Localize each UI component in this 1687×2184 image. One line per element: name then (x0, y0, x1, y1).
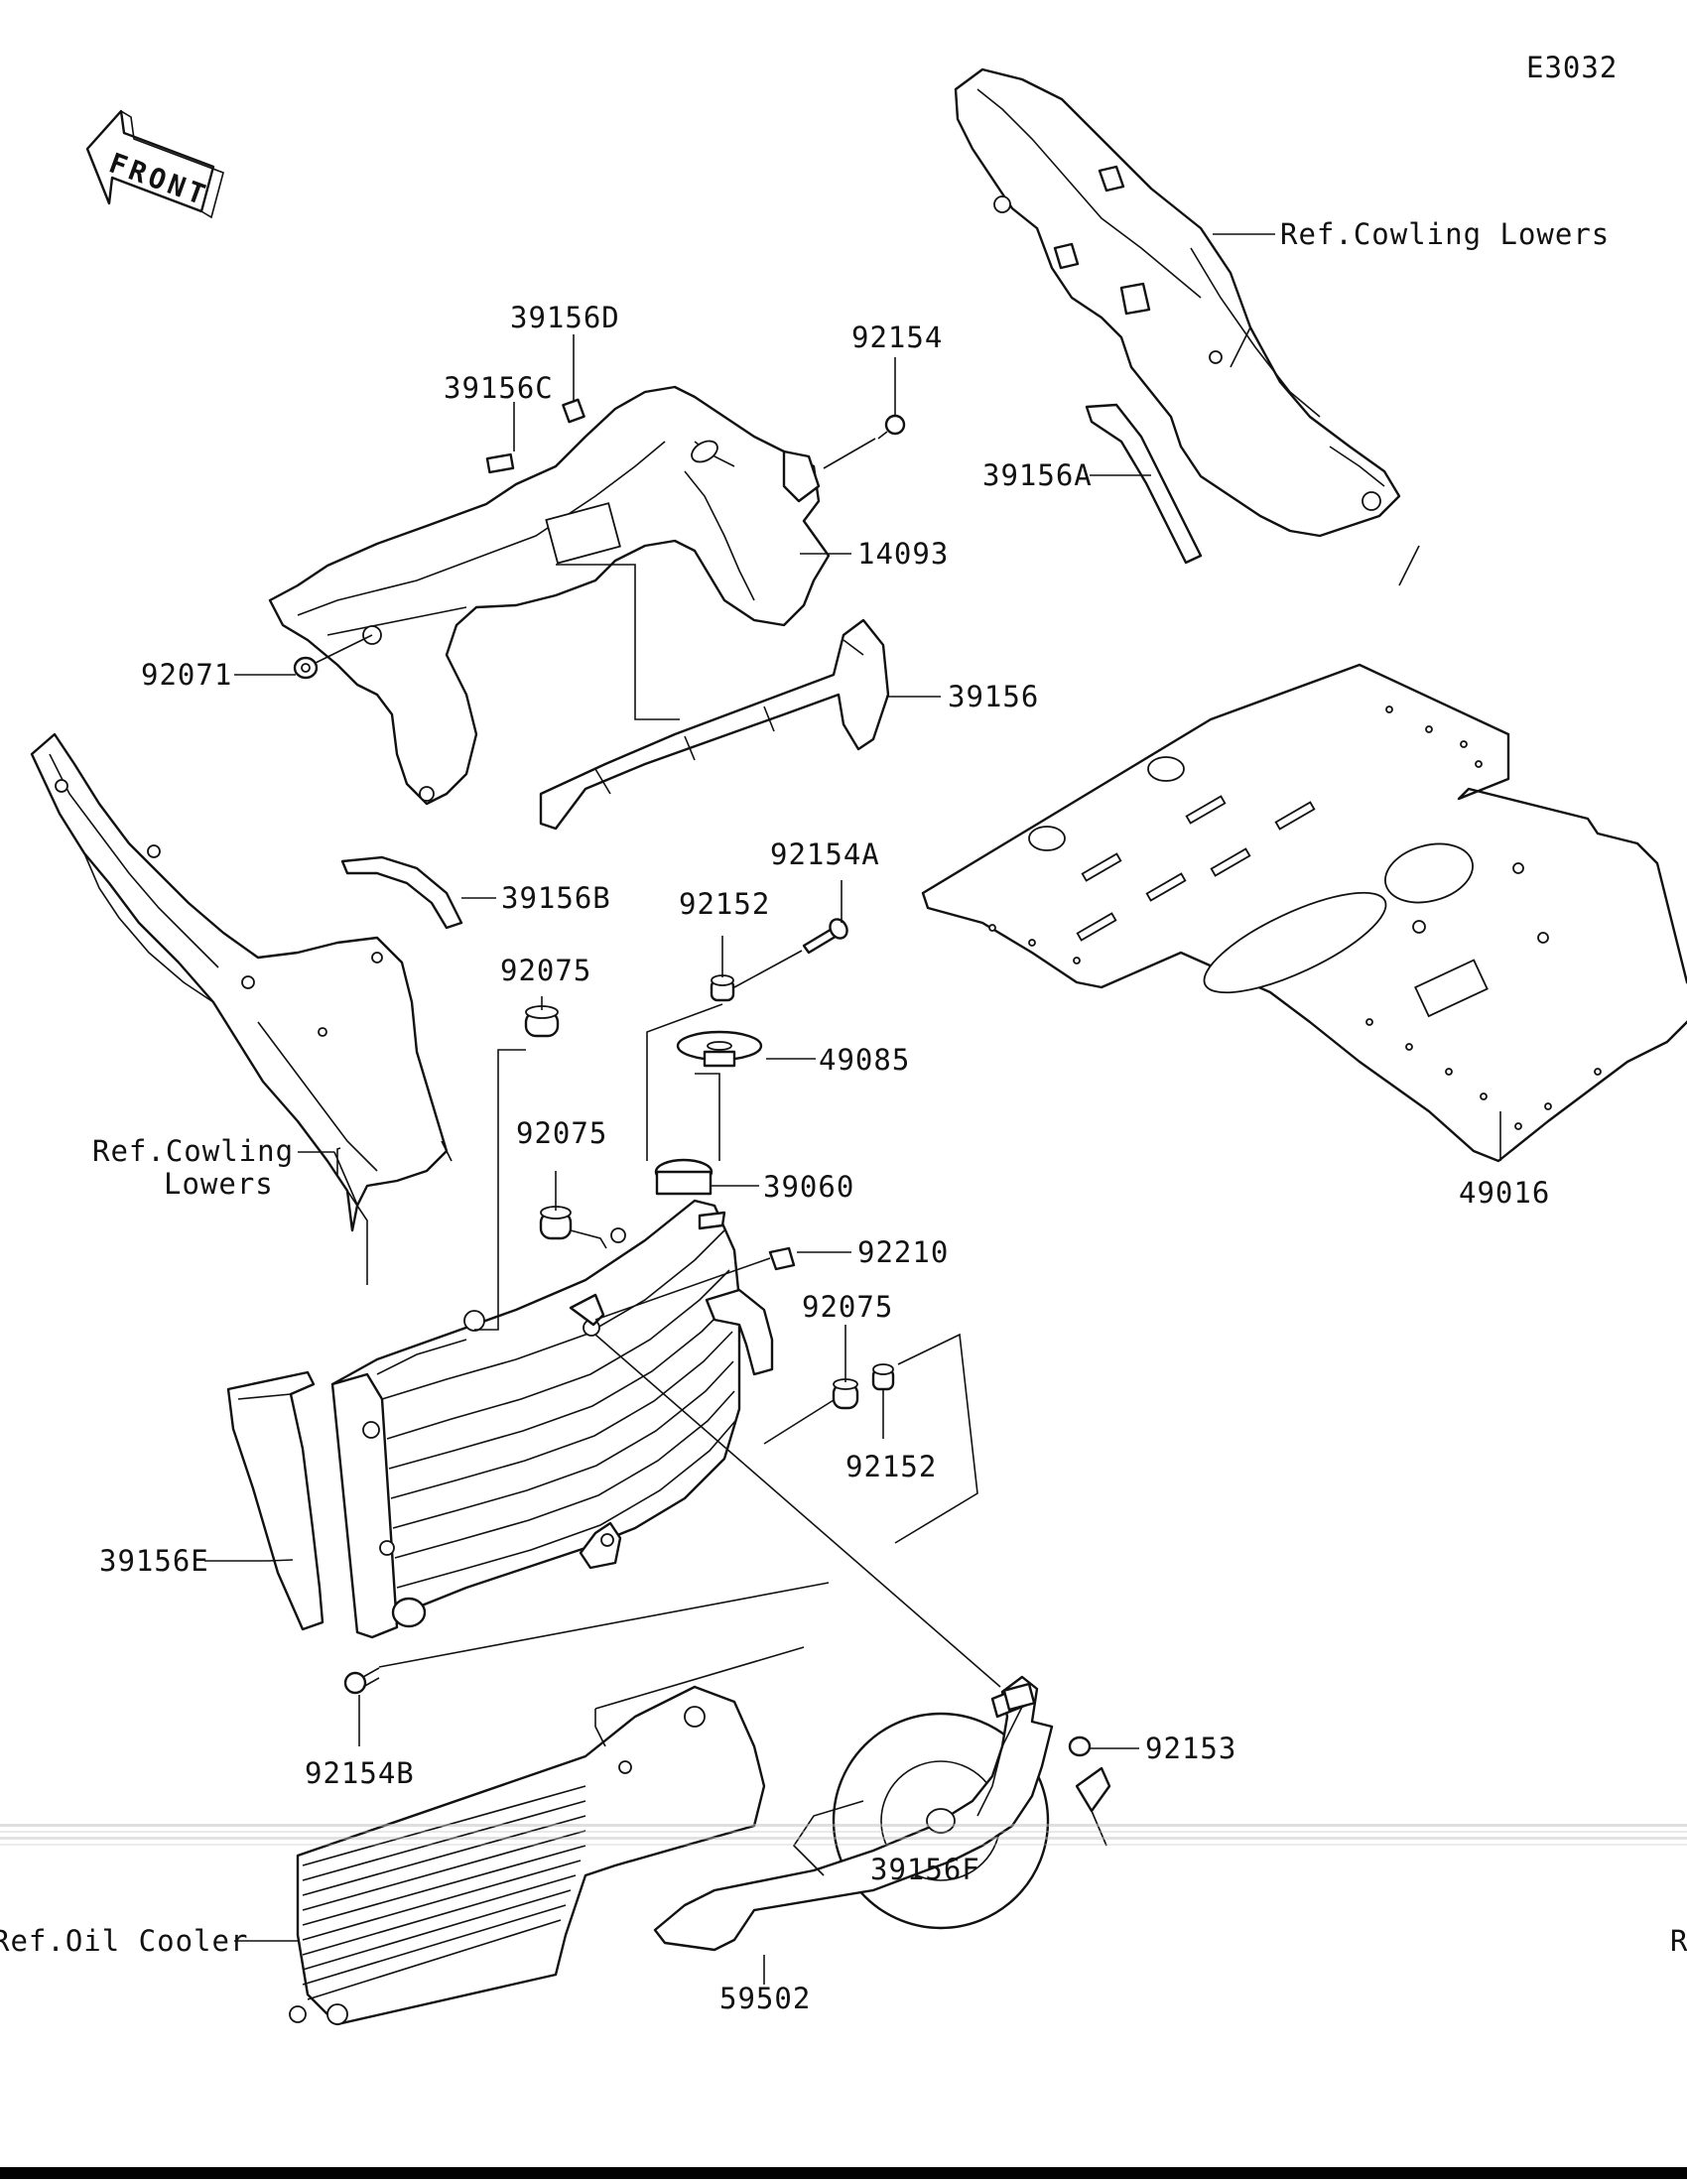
label-ref-cowling-left-1: Ref.Cowling (92, 1134, 294, 1168)
grommet-92075-b (539, 1206, 573, 1240)
oil-cooler (289, 1685, 766, 2026)
seal-39156F (1075, 1766, 1111, 1813)
label-39156: 39156 (948, 680, 1039, 713)
cowling-lower-left (30, 732, 453, 1232)
front-arrow-icon: FRONT (85, 109, 224, 219)
filler-neck-39060 (654, 1158, 714, 1196)
collar-92152-top (710, 974, 735, 1002)
bolt-92154B (343, 1667, 380, 1695)
label-92153: 92153 (1145, 1732, 1236, 1765)
label-39060: 39060 (763, 1170, 854, 1204)
label-14093: 14093 (857, 537, 949, 571)
grommet-92075-a (524, 1005, 560, 1038)
seal-39156 (539, 618, 890, 831)
plate-49016 (921, 663, 1687, 1163)
upper-bracket-14093 (268, 385, 831, 806)
label-92075-c: 92075 (802, 1290, 893, 1324)
label-edge-r: R (1670, 1924, 1687, 1958)
label-92075-a: 92075 (500, 954, 591, 987)
collar-92152-mid (871, 1363, 895, 1391)
grommet-92075-c (832, 1378, 859, 1410)
clip-nut-92210 (768, 1246, 796, 1271)
nut-92071 (293, 656, 319, 680)
label-92154: 92154 (851, 321, 943, 354)
seal-39156E (226, 1370, 324, 1631)
label-92154A: 92154A (770, 837, 880, 871)
seal-39156A (1085, 403, 1203, 565)
label-39156B: 39156B (501, 881, 611, 915)
label-92152-mid: 92152 (845, 1450, 937, 1483)
label-39156E: 39156E (99, 1544, 209, 1578)
label-59502: 59502 (719, 1982, 811, 2015)
label-39156A: 39156A (982, 458, 1093, 492)
radiator-cap-49085 (676, 1030, 763, 1068)
cowling-lower-right (954, 67, 1420, 586)
label-92210: 92210 (857, 1235, 949, 1269)
label-39156C: 39156C (444, 371, 554, 405)
label-39156D: 39156D (510, 301, 620, 334)
label-ref-cowling-left-2: Lowers (164, 1167, 274, 1201)
nut-92153 (1068, 1735, 1092, 1757)
label-49085: 49085 (819, 1043, 910, 1077)
label-92152-top: 92152 (679, 887, 770, 921)
leader-lines (204, 233, 1501, 1985)
fan-59502 (653, 1675, 1054, 1952)
clip-39156D (562, 398, 585, 424)
bolt-92154A (802, 918, 848, 955)
screw-92154 (877, 414, 906, 440)
scan-noise-band (0, 1824, 1687, 1846)
label-92075-b: 92075 (516, 1116, 607, 1150)
bottom-bar (0, 2167, 1687, 2179)
label-49016: 49016 (1459, 1176, 1550, 1210)
radiator (330, 1199, 774, 1639)
label-39156F: 39156F (870, 1853, 980, 1886)
label-92071: 92071 (141, 658, 232, 692)
part-labels: 39156D 39156C 92154 14093 92071 39156 39… (0, 217, 1687, 2015)
label-ref-cowling-top: Ref.Cowling Lowers (1280, 217, 1610, 251)
diagram-code: E3032 (1526, 51, 1618, 84)
seal-39156B (340, 855, 463, 930)
label-92154B: 92154B (305, 1756, 415, 1790)
label-ref-oil-cooler: Ref.Oil Cooler (0, 1924, 248, 1958)
clip-39156C (485, 452, 515, 474)
